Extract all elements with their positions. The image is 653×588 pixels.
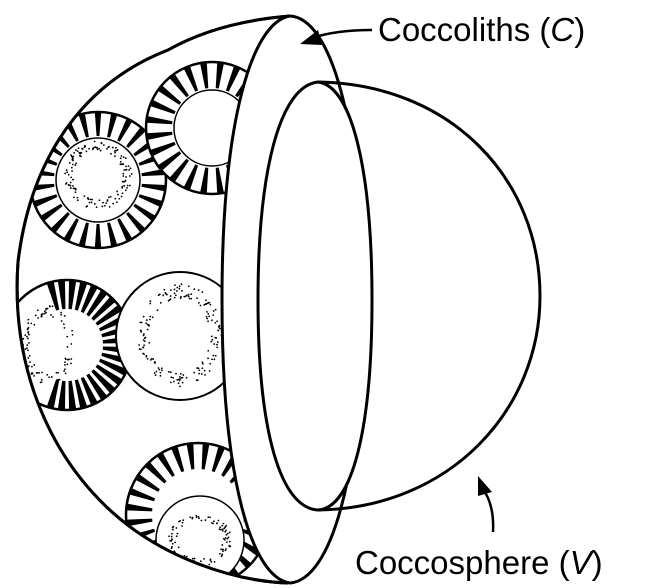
coccoliths-label: Coccoliths (C)	[378, 13, 585, 46]
coccosphere-label-text: Coccosphere (	[355, 544, 570, 581]
coccosphere-label: Coccosphere (V)	[355, 546, 603, 579]
coccoliths-label-close: )	[574, 11, 585, 48]
coccosphere-symbol: V	[570, 544, 592, 581]
coccosphere-arrow	[478, 476, 493, 532]
coccoliths-symbol: C	[550, 11, 574, 48]
coccoliths-label-text: Coccoliths (	[378, 11, 550, 48]
cutaway-rim	[222, 16, 372, 583]
coccosphere-label-close: )	[592, 544, 603, 581]
